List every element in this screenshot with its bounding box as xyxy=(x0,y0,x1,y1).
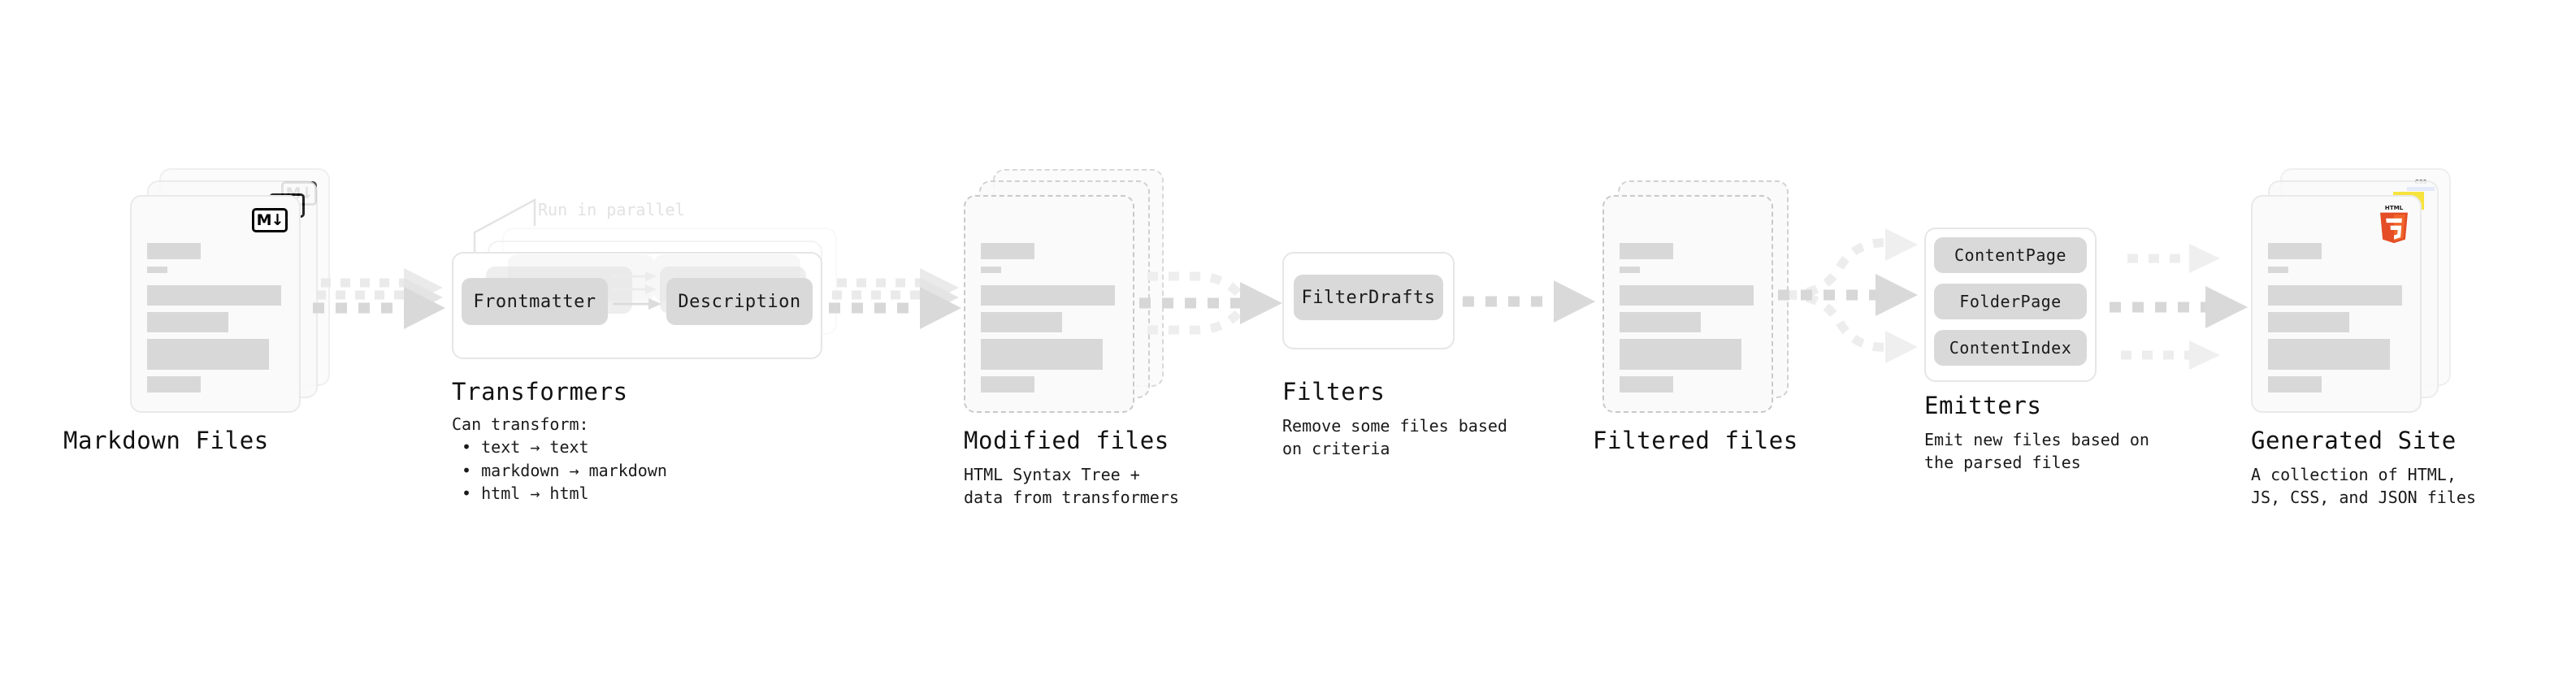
stage-title-filters: Filters xyxy=(1282,378,1386,406)
skeleton-line xyxy=(2268,376,2322,393)
connector-markdown-to-transformers xyxy=(313,268,445,329)
markdown-file-card-front: M↓ xyxy=(130,195,301,413)
stage-title-filtered-files: Filtered files xyxy=(1593,427,1798,454)
skeleton-line xyxy=(2268,285,2402,306)
skeleton-line xyxy=(2268,339,2390,370)
stage-title-emitters: Emitters xyxy=(1924,392,2042,419)
stage-title-generated-site: Generated Site xyxy=(2251,427,2457,454)
skeleton-line xyxy=(981,312,1062,332)
connector-modified-to-filters xyxy=(1139,271,1282,335)
skeleton-line xyxy=(1620,285,1754,306)
skeleton-line xyxy=(1620,376,1673,393)
stage-caption-transformers: Can transform: • text → text • markdown … xyxy=(452,414,667,504)
stage-caption-emitters: Emit new files based on the parsed files xyxy=(1924,430,2149,473)
skeleton-line xyxy=(1620,243,1673,259)
skeleton-line xyxy=(1620,339,1741,370)
md-badge-icon: M↓ xyxy=(252,208,288,232)
skeleton-line xyxy=(147,285,281,306)
connector-emitters-to-site xyxy=(2110,244,2248,370)
run-in-parallel-bracket xyxy=(473,197,536,257)
transformer-inner-arrows xyxy=(613,271,661,310)
skeleton-line xyxy=(981,285,1115,306)
skeleton-line xyxy=(147,267,167,273)
skeleton-line xyxy=(2268,312,2349,332)
skeleton-line xyxy=(981,376,1034,393)
stage-title-markdown-files: Markdown Files xyxy=(63,427,269,454)
skeleton-line xyxy=(147,312,228,332)
connector-filtered-to-emitters xyxy=(1778,228,1918,363)
stage-title-modified-files: Modified files xyxy=(964,427,1169,454)
emitter-pill-contentpage[interactable]: ContentPage xyxy=(1934,237,2087,273)
generated-file-card-html: HTML xyxy=(2251,195,2422,413)
skeleton-line xyxy=(2268,267,2288,273)
skeleton-line xyxy=(981,339,1103,370)
skeleton-line xyxy=(981,267,1001,273)
transformer-pill-description[interactable]: Description xyxy=(666,278,813,325)
skeleton-line xyxy=(1620,267,1640,273)
html5-icon: HTML xyxy=(2380,204,2408,244)
stage-caption-generated-site: A collection of HTML, JS, CSS, and JSON … xyxy=(2251,465,2476,508)
filtered-file-card-front xyxy=(1602,195,1773,413)
skeleton-line xyxy=(2268,243,2322,259)
connector-transformers-to-modified xyxy=(829,268,961,329)
skeleton-line xyxy=(147,339,269,370)
stage-caption-modified-files: HTML Syntax Tree + data from transformer… xyxy=(964,465,1179,508)
stage-title-transformers: Transformers xyxy=(452,378,628,406)
skeleton-line xyxy=(1620,312,1701,332)
skeleton-line xyxy=(981,243,1034,259)
transformer-pill-frontmatter[interactable]: Frontmatter xyxy=(462,278,608,325)
run-in-parallel-label: Run in parallel xyxy=(538,200,685,219)
connector-filters-to-filtered xyxy=(1463,280,1595,323)
skeleton-line xyxy=(147,376,201,393)
stage-caption-filters: Remove some files based on criteria xyxy=(1282,416,1507,459)
modified-file-card-front xyxy=(964,195,1134,413)
html5-icon-label: HTML xyxy=(2385,204,2404,211)
skeleton-line xyxy=(147,243,201,259)
emitter-pill-folderpage[interactable]: FolderPage xyxy=(1934,284,2087,319)
emitter-pill-contentindex[interactable]: ContentIndex xyxy=(1934,330,2087,366)
filter-pill-filterdrafts[interactable]: FilterDrafts xyxy=(1294,275,1443,320)
